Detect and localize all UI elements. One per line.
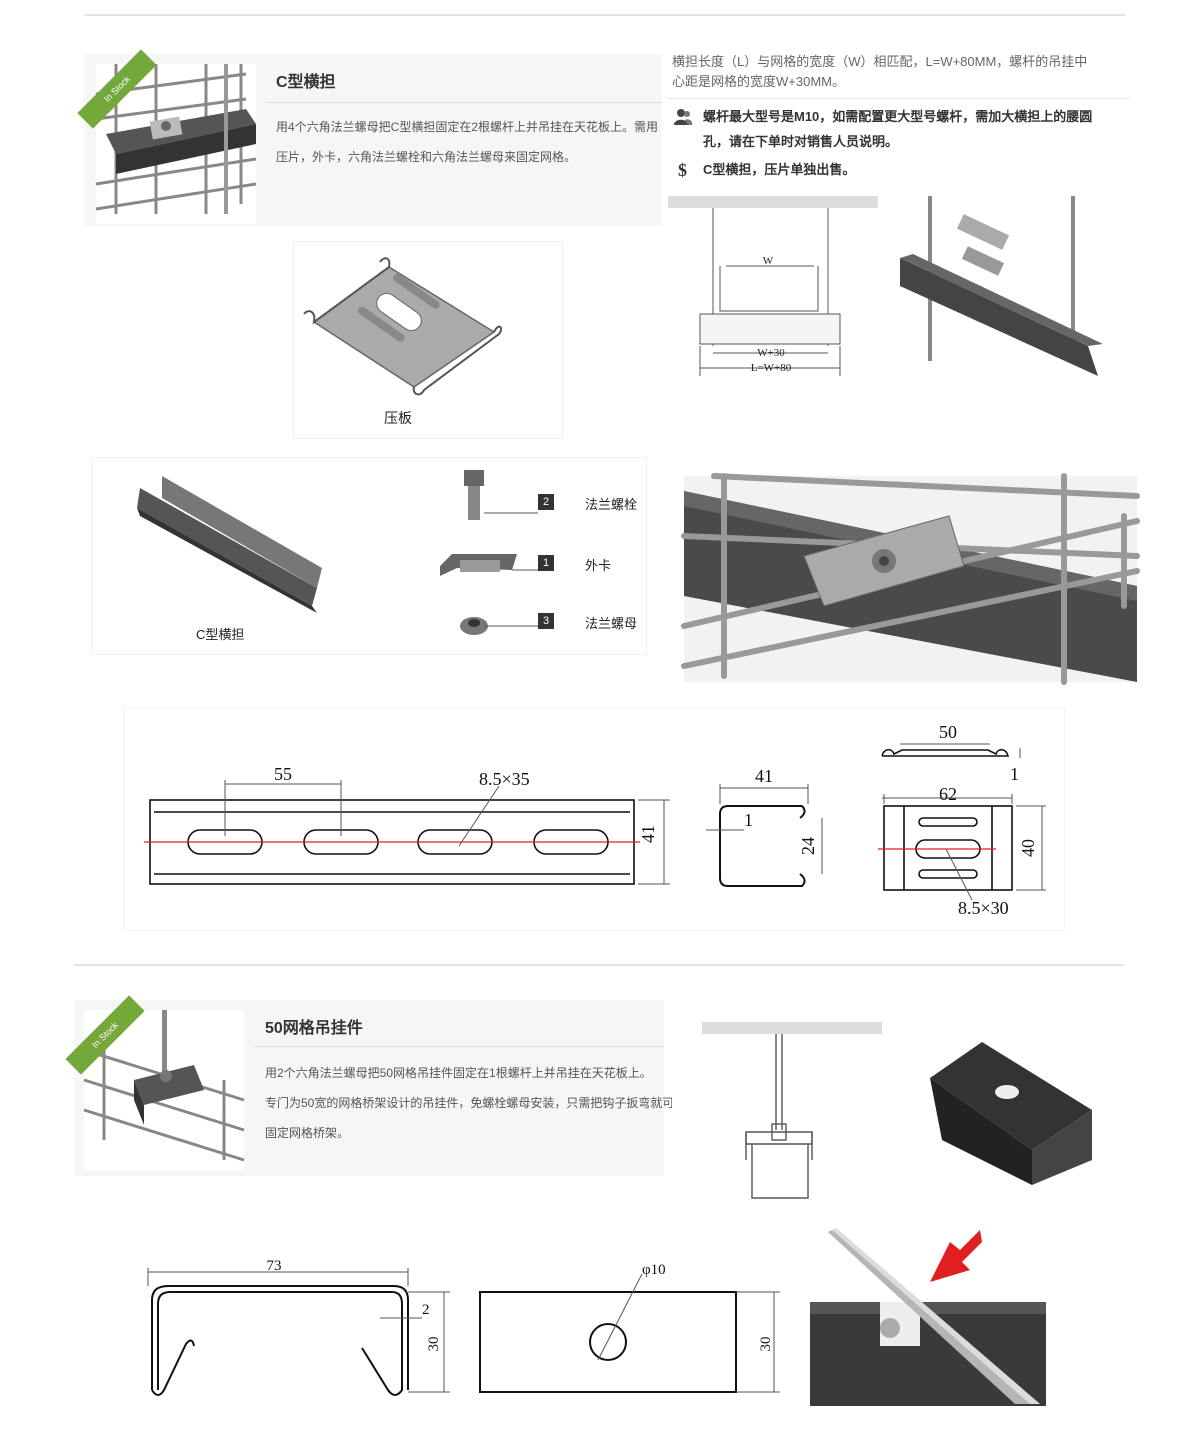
dimension-drawings-2: 73 2 30 φ10 30 [130,1240,800,1420]
dim-30-b: 30 [758,1337,774,1352]
hanger-tray-image [83,1010,245,1162]
flange-bolt-icon [464,470,484,520]
dim-slot-1: 8.5×35 [479,769,530,789]
section-divider [74,964,1124,966]
dim-62: 62 [939,784,957,804]
users-icon [674,109,693,125]
dim-slot-2: 8.5×30 [958,898,1009,918]
assembly-render [681,473,1140,685]
card-description-line-2: 压片，外卡，六角法兰螺栓和六角法兰螺母来固定网格。 [276,150,577,164]
dimension-drawings-1: 55 8.5×35 41 41 1 24 [124,708,1064,930]
svg-text:$: $ [678,160,687,180]
dim-1-thickness-a: 1 [744,810,753,830]
length-note-line-1: 横担长度（L）与网格的宽度（W）相匹配，L=W+80MM，螺杆的吊挂中 [672,54,1088,69]
dim-30-a: 30 [426,1337,442,1352]
part-row-bolt: 2 法兰螺栓 [538,494,638,514]
part-name: 外卡 [585,558,612,573]
installation-diagram: W W+30 L=W+80 [668,196,1130,388]
rail-label: C型横担 [196,627,245,642]
bolt-size-note-line-1: 螺杆最大型号是M10，如需配置更大型号螺杆，需加大横担上的腰圆 [703,109,1093,124]
parts-figure: C型横担 2 法兰螺栓 1 外卡 3 法兰螺母 [92,458,646,654]
part-number: 1 [538,555,554,571]
press-plate-label: 压板 [384,410,412,426]
product-thumbnail: In Stock [77,49,257,224]
card-description-line-1: 用4个六角法兰螺母把C型横担固定在2根螺杆上并吊挂在天花板上。需用 [276,120,659,134]
dim-40: 40 [1018,839,1038,857]
dim-41-height: 41 [638,825,658,843]
dim-1-thickness-b: 1 [1010,764,1019,784]
part-row-outer-clip: 1 外卡 [538,555,638,575]
hook-bending-photo [810,1226,1046,1406]
hanger-install-diagram [672,1020,1126,1200]
diagram-label-l: L=W+80 [751,362,792,374]
title-divider [254,1046,664,1047]
length-note-line-2: 心距是网格的宽度W+30MM。 [672,74,845,89]
card-description-line-3: 固定网格桥架。 [265,1126,350,1140]
card-description-line-1: 用2个六角法兰螺母把50网格吊挂件固定在1根螺杆上并吊挂在天花板上。 [265,1066,652,1080]
arrow-icon [930,1230,982,1282]
dollar-icon: $ [678,160,687,180]
title-divider [266,102,662,103]
part-number: 3 [538,613,554,629]
part-name: 法兰螺母 [585,616,638,631]
dim-phi-10: φ10 [642,1262,666,1278]
dim-73: 73 [267,1258,282,1274]
note-divider [668,98,1130,99]
diagram-label-w30: W+30 [757,347,785,359]
bolt-size-note-line-2: 孔，请在下单时对销售人员说明。 [703,134,899,149]
part-number: 2 [538,494,554,510]
product-card-c-bracket: In Stock C型横担 用4个六角法兰螺母把C型横担固定在2根螺杆上并吊挂在… [77,49,662,226]
part-name: 法兰螺栓 [585,497,638,512]
dim-41-width: 41 [755,766,773,786]
product-card-hanger: In Stock 50网格吊挂件 用2个六角法兰螺母把50网格吊挂件固定在1根螺… [65,995,675,1176]
press-plate-figure: 压板 [294,242,562,438]
top-divider [84,14,1125,16]
dim-50: 50 [939,722,957,742]
wire-mesh-tray-image [95,64,257,214]
dim-2: 2 [422,1302,430,1318]
part-row-nut: 3 法兰螺母 [538,613,638,633]
sold-separately-note: C型横担，压片单独出售。 [703,162,856,177]
card-description-line-2: 专门为50宽的网格桥架设计的吊挂件，免螺栓螺母安装，只需把钩子扳弯就可 [265,1096,675,1110]
dim-24: 24 [798,837,818,855]
card-title: 50网格吊挂件 [265,1020,363,1037]
dim-55: 55 [274,764,292,784]
diagram-label-w: W [763,255,774,267]
product-thumbnail: In Stock [65,995,245,1170]
card-title: C型横担 [276,74,336,91]
